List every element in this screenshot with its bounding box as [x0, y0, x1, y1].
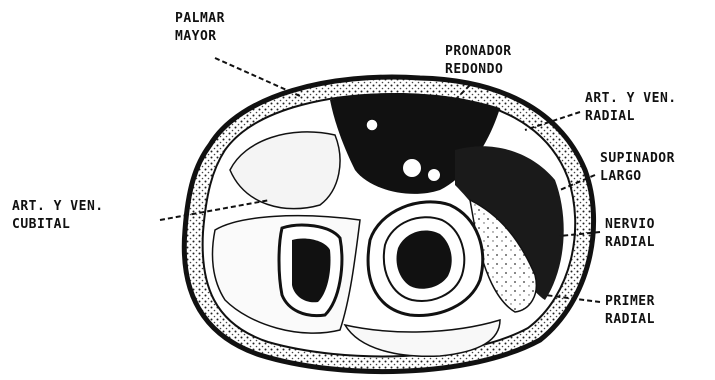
label-palmar-mayor: PALMAR MAYOR — [175, 11, 233, 44]
label-nervio-radial: NERVIO RADIAL — [605, 217, 663, 250]
label-supinador-largo: SUPINADOR LARGO — [600, 151, 683, 184]
label-art-ven-cubital: ART. Y VEN. CUBITAL — [12, 199, 112, 232]
ulna-bone — [279, 225, 342, 316]
label-primer-radial: PRIMER RADIAL — [605, 294, 663, 327]
label-art-ven-radial: ART. Y VEN. RADIAL — [585, 91, 685, 124]
label-pronador-redondo: PRONADOR REDONDO — [445, 44, 520, 77]
radius-bone — [368, 202, 483, 316]
